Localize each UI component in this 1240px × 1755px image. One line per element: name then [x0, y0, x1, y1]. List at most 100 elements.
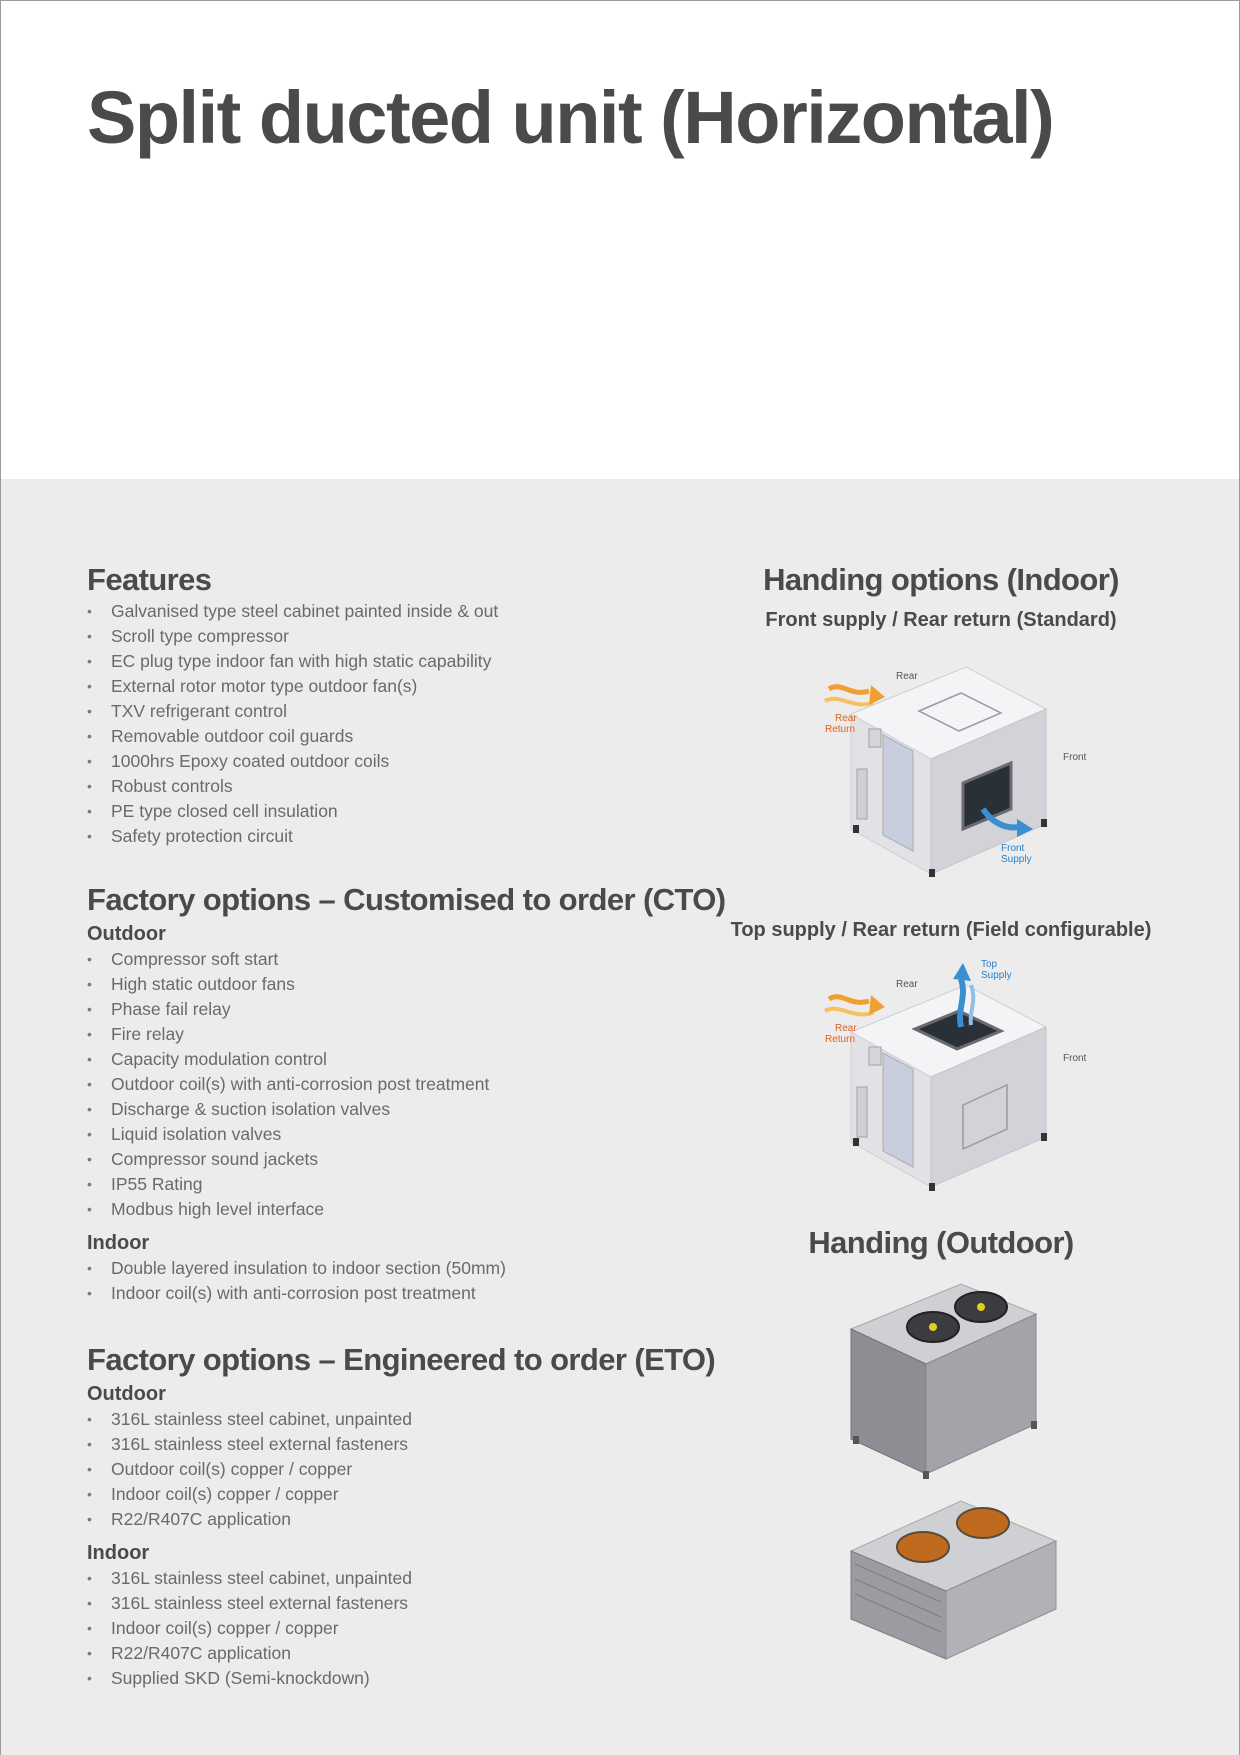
- unit-foot: [1031, 1421, 1037, 1429]
- supply-arrow-icon: [957, 978, 966, 1028]
- list-item: Supplied SKD (Semi-knockdown): [87, 1666, 715, 1691]
- list-item: Robust controls: [87, 774, 498, 799]
- list-item: PE type closed cell insulation: [87, 799, 498, 824]
- list-item: Phase fail relay: [87, 997, 725, 1022]
- coil-guard: [854, 1563, 942, 1603]
- front-access-panel: [962, 1083, 1008, 1151]
- fan-icon: [956, 1507, 1010, 1539]
- handing-indoor-heading: Handing options (Indoor): [763, 562, 1119, 597]
- unit-foot: [1041, 1133, 1047, 1141]
- return-arrow-icon: [824, 1006, 874, 1017]
- list-item: Outdoor coil(s) with anti-corrosion post…: [87, 1072, 725, 1097]
- coil-guard: [854, 1593, 942, 1633]
- cto-heading: Factory options – Customised to order (C…: [87, 882, 726, 917]
- unit-front-supply-diagram: Rear Return Front Supply Rear Front: [824, 666, 1087, 877]
- supply-arrowhead: [1017, 819, 1033, 837]
- return-arrowhead: [869, 685, 885, 705]
- supply-opening: [961, 760, 1013, 832]
- unit-foot: [853, 825, 859, 833]
- unit-foot: [929, 1183, 935, 1191]
- header-section: Split ducted unit (Horizontal): [1, 1, 1239, 479]
- list-item: 316L stainless steel cabinet, unpainted: [87, 1407, 715, 1432]
- front-supply-label-1: Front: [1001, 843, 1025, 854]
- list-item: Discharge & suction isolation valves: [87, 1097, 725, 1122]
- top-supply-opening: [911, 1009, 1005, 1051]
- list-item: Safety protection circuit: [87, 824, 498, 849]
- cto-outdoor-label: Outdoor: [87, 923, 166, 945]
- eto-indoor-list: 316L stainless steel cabinet, unpainted3…: [87, 1566, 715, 1691]
- return-arrow-icon: [827, 684, 870, 695]
- coil-guard: [854, 1578, 942, 1618]
- unit-foot: [929, 869, 935, 877]
- list-item: 316L stainless steel external fasteners: [87, 1432, 715, 1457]
- side-door-icon: [882, 1052, 914, 1168]
- list-item: Modbus high level interface: [87, 1197, 725, 1222]
- list-item: Scroll type compressor: [87, 624, 498, 649]
- front-label: Front: [1063, 752, 1087, 763]
- supply-arrow-icon: [968, 984, 976, 1026]
- list-item: TXV refrigerant control: [87, 699, 498, 724]
- rear-return-label-1: Rear: [835, 713, 857, 724]
- list-item: Indoor coil(s) with anti-corrosion post …: [87, 1281, 725, 1306]
- rear-label: Rear: [896, 979, 918, 990]
- eto-outdoor-label: Outdoor: [87, 1383, 166, 1405]
- front-label: Front: [1063, 1053, 1087, 1064]
- eto-heading: Factory options – Engineered to order (E…: [87, 1342, 716, 1377]
- front-supply-label-2: Supply: [1001, 854, 1032, 865]
- list-item: Double layered insulation to indoor sect…: [87, 1256, 725, 1281]
- handing-outdoor-section: Handing (Outdoor): [731, 1224, 1151, 1262]
- control-box: [868, 728, 882, 748]
- list-item: R22/R407C application: [87, 1507, 715, 1532]
- cto-indoor-label: Indoor: [87, 1232, 150, 1254]
- unit-foot: [1041, 819, 1047, 827]
- list-item: Compressor sound jackets: [87, 1147, 725, 1172]
- content-panel: Features Galvanised type steel cabinet p…: [1, 479, 1239, 1755]
- list-item: High static outdoor fans: [87, 972, 725, 997]
- list-item: Galvanised type steel cabinet painted in…: [87, 599, 498, 624]
- side-door-icon: [882, 734, 914, 852]
- top-supply-label-1: Top: [981, 959, 998, 970]
- list-item: Liquid isolation valves: [87, 1122, 725, 1147]
- fan-hub-icon: [977, 1303, 985, 1311]
- eto-outdoor-list: 316L stainless steel cabinet, unpainted3…: [87, 1407, 715, 1532]
- top-access-panel: [917, 692, 1003, 732]
- outdoor-unit-right: [945, 1540, 1057, 1660]
- eto-section: Factory options – Engineered to order (E…: [87, 1341, 716, 1691]
- return-arrow-icon: [827, 994, 870, 1005]
- list-item: 316L stainless steel external fasteners: [87, 1591, 715, 1616]
- return-arrowhead: [869, 995, 885, 1015]
- features-list: Galvanised type steel cabinet painted in…: [87, 599, 498, 849]
- list-item: Outdoor coil(s) copper / copper: [87, 1457, 715, 1482]
- list-item: Capacity modulation control: [87, 1047, 725, 1072]
- list-item: Indoor coil(s) copper / copper: [87, 1482, 715, 1507]
- outdoor-unit-horizontal-image: [849, 1500, 1058, 1660]
- rear-return-label-1: Rear: [835, 1023, 857, 1034]
- eto-indoor-label: Indoor: [87, 1542, 150, 1564]
- handing-outdoor-heading: Handing (Outdoor): [808, 1225, 1074, 1260]
- list-item: 1000hrs Epoxy coated outdoor coils: [87, 749, 498, 774]
- list-item: EC plug type indoor fan with high static…: [87, 649, 498, 674]
- list-item: Fire relay: [87, 1022, 725, 1047]
- option1-title: Front supply / Rear return (Standard): [765, 609, 1117, 631]
- unit-top-supply-diagram: Rear Return Top Supply Rear Front: [824, 959, 1087, 1191]
- cto-indoor-list: Double layered insulation to indoor sect…: [87, 1256, 725, 1306]
- filter-slot: [856, 1086, 868, 1138]
- outdoor-unit-vertical-image: [849, 1283, 1038, 1479]
- filter-slot: [856, 768, 868, 820]
- supply-arrow-icon: [980, 807, 1020, 831]
- list-item: 316L stainless steel cabinet, unpainted: [87, 1566, 715, 1591]
- cto-section: Factory options – Customised to order (C…: [87, 881, 726, 1306]
- top-supply-label-2: Supply: [981, 970, 1012, 981]
- list-item: Compressor soft start: [87, 947, 725, 972]
- rear-return-label-2: Return: [825, 724, 855, 735]
- handing-indoor-section: Handing options (Indoor) Front supply / …: [731, 561, 1151, 632]
- rear-return-label-2: Return: [825, 1034, 855, 1045]
- list-item: External rotor motor type outdoor fan(s): [87, 674, 498, 699]
- list-item: Indoor coil(s) copper / copper: [87, 1616, 715, 1641]
- features-section: Features Galvanised type steel cabinet p…: [87, 561, 498, 849]
- supply-arrowhead: [953, 963, 971, 981]
- option2-title: Top supply / Rear return (Field configur…: [730, 919, 1152, 941]
- unit-foot: [923, 1471, 929, 1479]
- list-item: Removable outdoor coil guards: [87, 724, 498, 749]
